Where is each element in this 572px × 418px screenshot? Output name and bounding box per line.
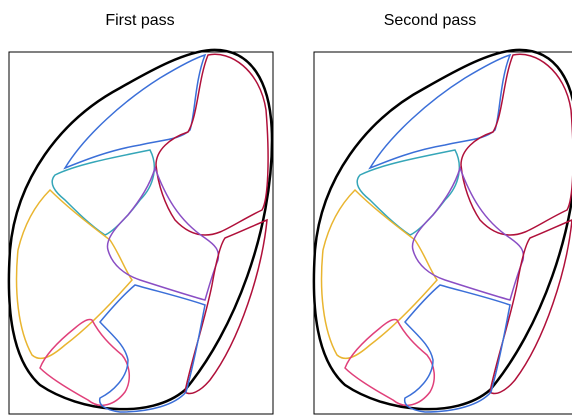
region-purple xyxy=(411,165,525,301)
region-right-red xyxy=(489,219,572,395)
region-yellow xyxy=(320,188,438,360)
region-cyan xyxy=(356,149,461,236)
region-purple xyxy=(106,165,220,301)
egg-outline xyxy=(312,48,572,411)
region-pink xyxy=(344,318,435,407)
panel-title-first-pass: First pass xyxy=(105,12,175,29)
left-panel xyxy=(7,48,274,415)
region-bottom-blue xyxy=(403,284,511,413)
region-top-right-red xyxy=(155,53,269,236)
region-pink xyxy=(39,318,130,407)
egg-outline xyxy=(7,48,274,411)
left-panel-frame xyxy=(8,51,274,415)
region-bottom-blue xyxy=(98,284,206,413)
right-panel xyxy=(312,48,572,415)
region-cyan xyxy=(51,149,156,236)
right-panel-frame xyxy=(313,51,572,415)
region-right-red xyxy=(184,218,268,395)
panel-title-second-pass: Second pass xyxy=(383,12,477,29)
region-top-right-red xyxy=(460,53,572,236)
region-yellow xyxy=(15,188,133,360)
